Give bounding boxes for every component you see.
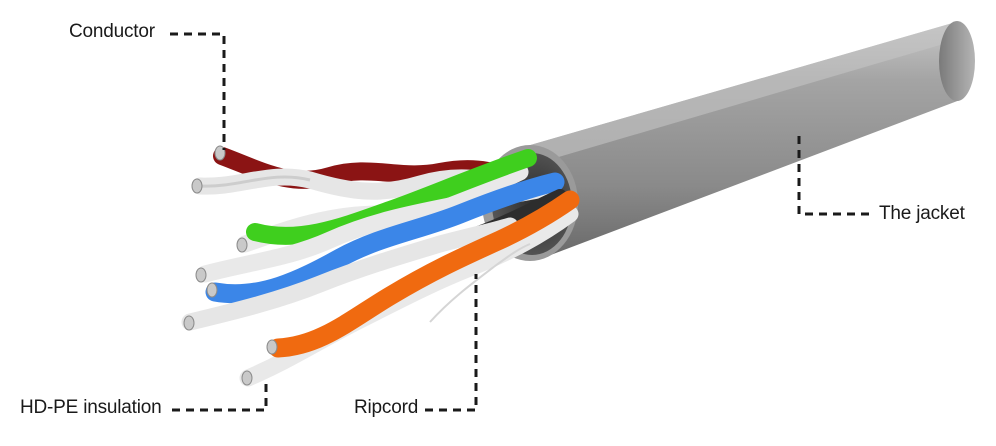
leader-jacket <box>797 136 870 216</box>
orange-twisted-pair <box>239 190 580 387</box>
ripcord-thread <box>429 243 531 323</box>
leader-ripcord <box>425 274 478 412</box>
label-insulation: HD-PE insulation <box>20 397 162 418</box>
leader-insulation <box>172 384 268 412</box>
inner-filler <box>181 189 567 331</box>
blue-twisted-pair <box>196 172 565 304</box>
leader-lines <box>170 32 870 412</box>
label-ripcord: Ripcord <box>354 397 419 418</box>
leader-conductor <box>170 32 226 150</box>
label-jacket: The jacket <box>879 203 965 224</box>
conductor-tips <box>183 145 278 386</box>
label-conductor: Conductor <box>69 21 155 42</box>
